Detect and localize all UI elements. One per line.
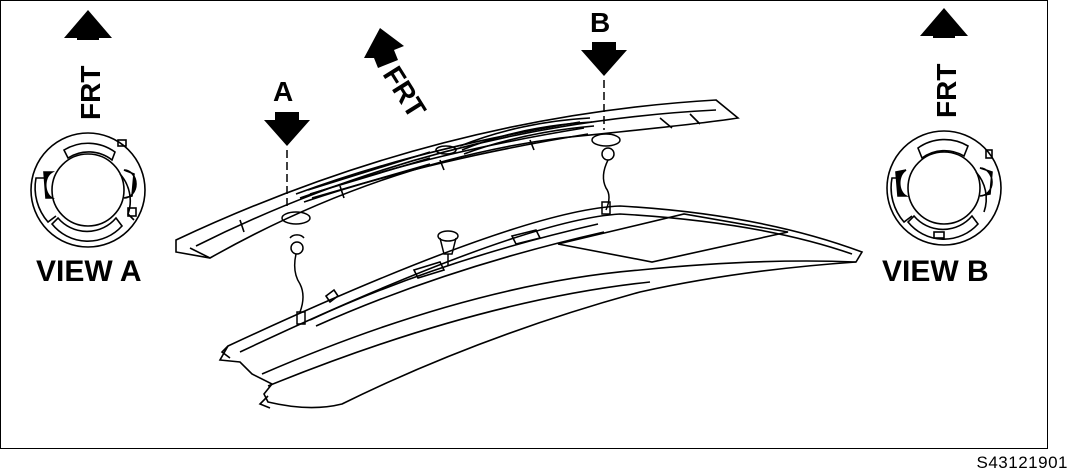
bulb-harness-b: [591, 133, 621, 215]
frt-arrow-right: FRT: [920, 8, 968, 118]
diagram-frame: [0, 0, 1048, 449]
screw-clip: [437, 230, 459, 266]
marker-b-label: B: [590, 7, 610, 38]
frt-label-right: FRT: [931, 64, 962, 118]
frt-label-left: FRT: [75, 66, 106, 120]
frt-arrow-left: FRT: [64, 10, 112, 120]
marker-a: A: [264, 76, 310, 210]
marker-a-label: A: [273, 76, 293, 107]
reference-code: S43121901: [976, 453, 1068, 472]
bulb-harness-a: [281, 211, 311, 325]
upper-lamp-strip: [175, 99, 740, 259]
marker-b: B: [581, 7, 627, 130]
view-a-label: VIEW A: [36, 255, 142, 288]
frt-arrow-center: FRT: [364, 28, 432, 123]
view-b-label: VIEW B: [882, 255, 989, 288]
view-a-bulb-socket-icon: [30, 132, 146, 248]
frt-label-center: FRT: [377, 61, 432, 124]
view-b-bulb-socket-icon: [886, 130, 1002, 246]
lower-panel: [218, 205, 864, 409]
